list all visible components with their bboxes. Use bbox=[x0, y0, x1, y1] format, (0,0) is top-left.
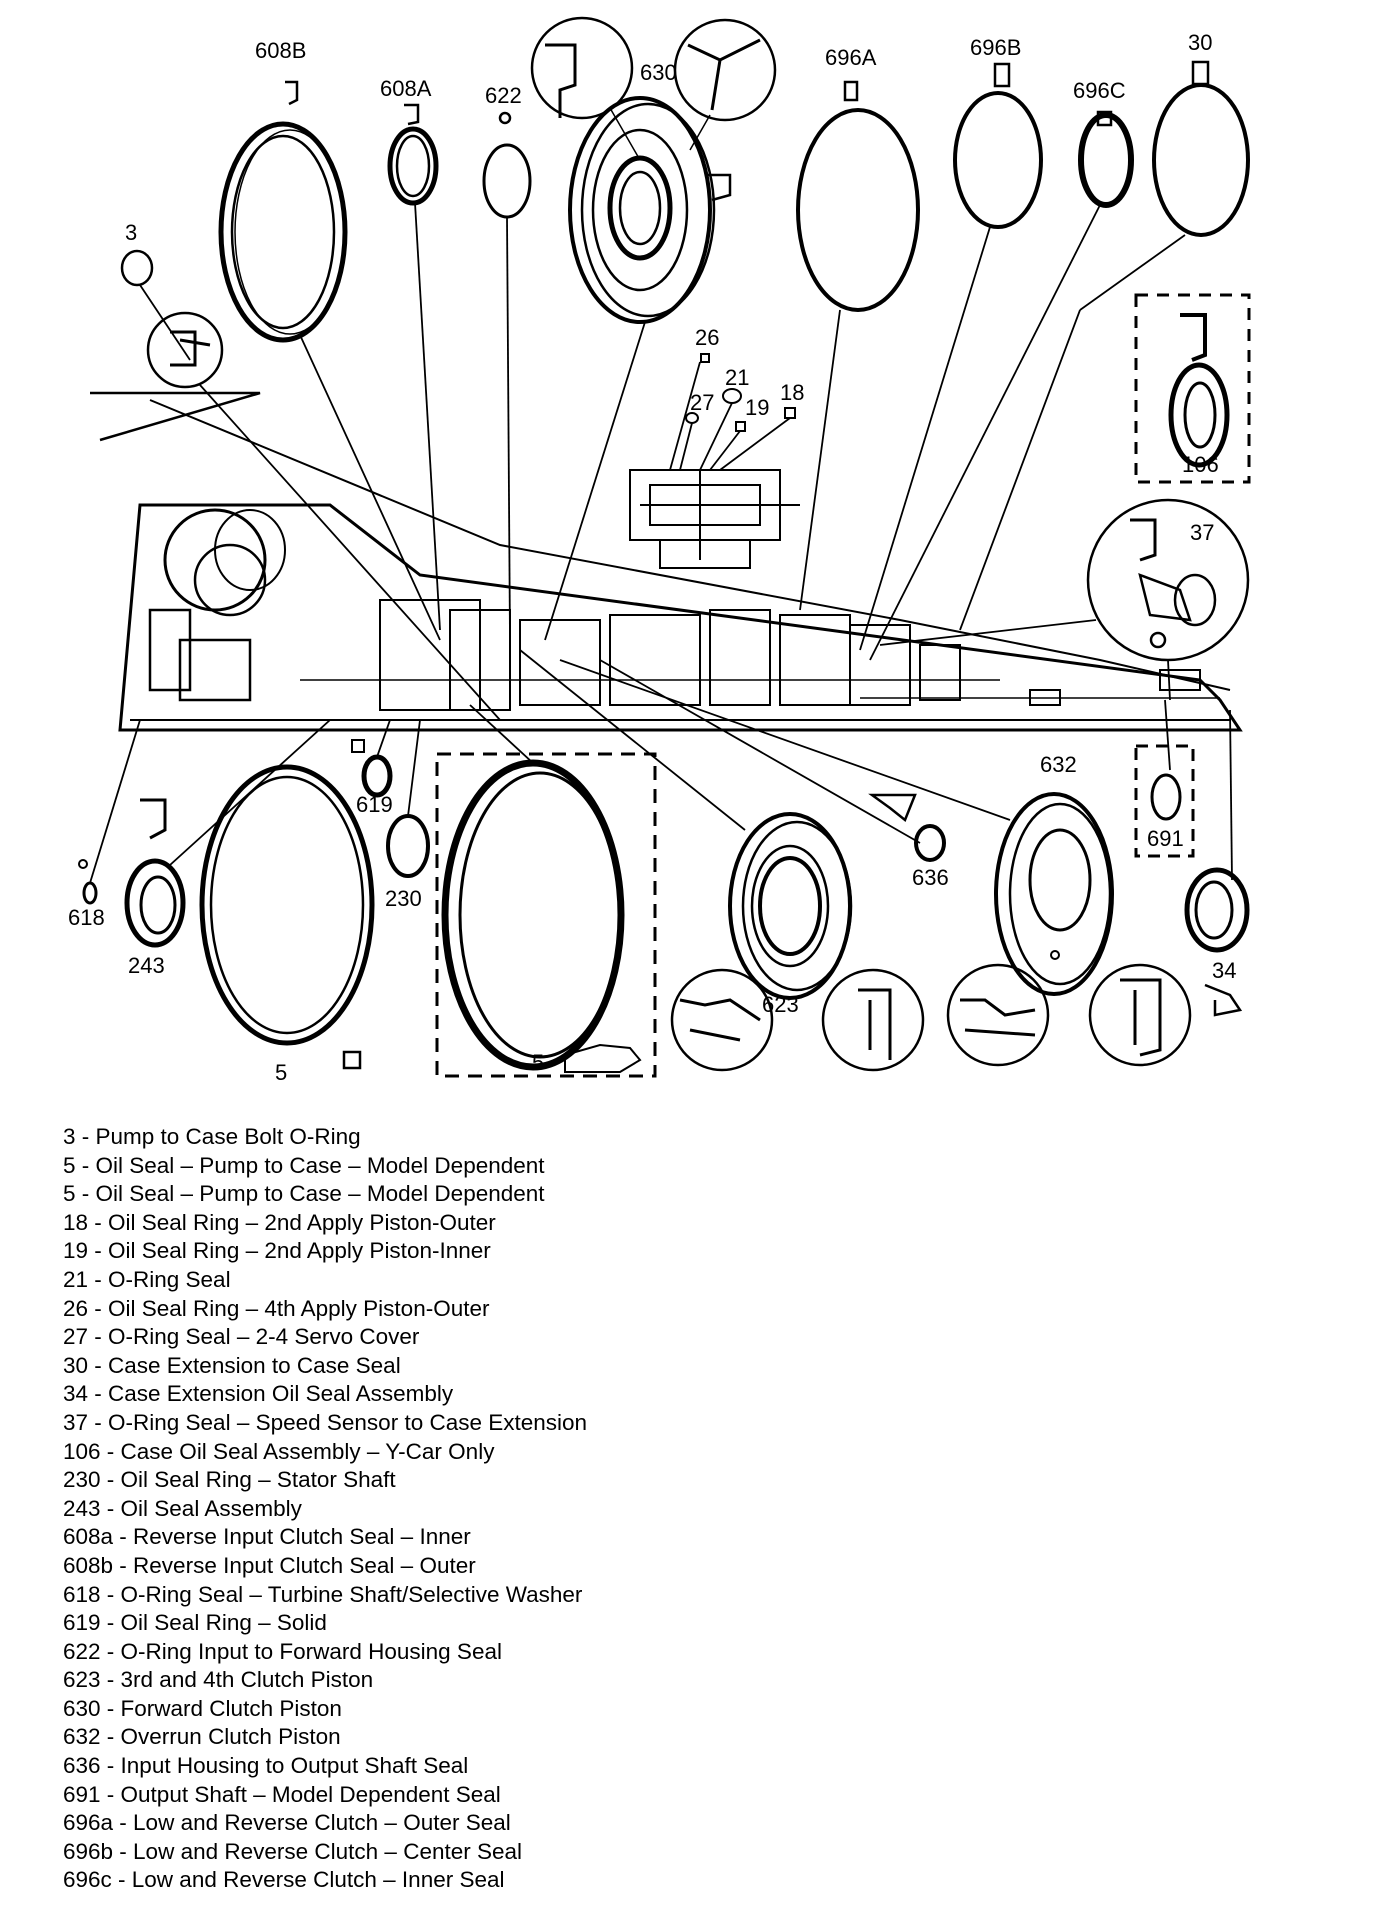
callout-230: 230 bbox=[385, 886, 422, 911]
seal-619 bbox=[361, 754, 393, 798]
seal-696b bbox=[953, 91, 1043, 229]
seal-230 bbox=[386, 814, 430, 878]
callout-696a: 696A bbox=[825, 45, 877, 70]
callout-5-right: 5 bbox=[532, 1050, 544, 1075]
legend-item: 3 - Pump to Case Bolt O-Ring bbox=[63, 1124, 361, 1149]
legend-item: 619 - Oil Seal Ring – Solid bbox=[63, 1610, 327, 1636]
callout-696b: 696B bbox=[970, 35, 1021, 60]
callout-37: 37 bbox=[1190, 520, 1214, 545]
legend-item: 30 - Case Extension to Case Seal bbox=[63, 1352, 401, 1378]
seal-symbol-608a bbox=[404, 103, 420, 126]
transmission-housing bbox=[90, 391, 1243, 732]
seal-symbol-696a bbox=[843, 80, 859, 102]
legend-item: 243 - Oil Seal Assembly bbox=[63, 1495, 302, 1521]
callout-18: 18 bbox=[780, 380, 804, 405]
o-ring-618 bbox=[78, 859, 98, 905]
seal-622 bbox=[482, 143, 532, 219]
callout-30: 30 bbox=[1188, 30, 1212, 55]
callout-3: 3 bbox=[125, 220, 137, 245]
seal-symbol-622 bbox=[498, 111, 512, 125]
callout-622: 622 bbox=[485, 83, 522, 108]
parts-legend: 3 - Pump to Case Bolt O-Ring 5 - Oil Sea… bbox=[63, 1123, 587, 1895]
legend-item: 19 - Oil Seal Ring – 2nd Apply Piston-In… bbox=[63, 1238, 491, 1264]
callout-608a: 608A bbox=[380, 76, 432, 101]
callout-632: 632 bbox=[1040, 752, 1077, 777]
leader-lines bbox=[139, 202, 1233, 881]
callout-618: 618 bbox=[68, 905, 105, 930]
callout-19: 19 bbox=[745, 395, 769, 420]
callout-619: 619 bbox=[356, 792, 393, 817]
seal-34 bbox=[1184, 867, 1250, 1017]
legend-item: 106 - Case Oil Seal Assembly – Y-Car Onl… bbox=[63, 1438, 495, 1464]
seal-106 bbox=[1168, 313, 1230, 468]
callout-27: 27 bbox=[690, 390, 714, 415]
legend-item: 27 - O-Ring Seal – 2-4 Servo Cover bbox=[63, 1324, 420, 1350]
seal-636 bbox=[868, 793, 946, 862]
legend-item: 5 - Oil Seal – Pump to Case – Model Depe… bbox=[63, 1181, 545, 1207]
legend-item: 230 - Oil Seal Ring – Stator Shaft bbox=[63, 1467, 396, 1493]
seal-30 bbox=[1152, 83, 1250, 237]
legend-item: 618 - O-Ring Seal – Turbine Shaft/Select… bbox=[63, 1581, 583, 1607]
legend-item: 34 - Case Extension Oil Seal Assembly bbox=[63, 1381, 454, 1407]
callout-608b: 608B bbox=[255, 38, 306, 63]
piston-630 bbox=[530, 16, 777, 324]
callout-26: 26 bbox=[695, 325, 719, 350]
legend-item: 26 - Oil Seal Ring – 4th Apply Piston-Ou… bbox=[63, 1295, 490, 1321]
callout-623: 623 bbox=[762, 992, 799, 1017]
legend-item: 608b - Reverse Input Clutch Seal – Outer bbox=[63, 1552, 476, 1578]
seal-symbol-696b bbox=[993, 62, 1011, 88]
o-ring-3 bbox=[120, 249, 154, 287]
seal-696a bbox=[796, 108, 920, 312]
legend-item: 623 - 3rd and 4th Clutch Piston bbox=[63, 1667, 374, 1693]
exploded-seal-diagram: 608B 608A 622 630 696A 696B 696C 30 3 26… bbox=[68, 16, 1251, 1085]
piston-632 bbox=[946, 792, 1192, 1067]
seal-symbol-696c bbox=[1096, 110, 1113, 127]
seal-5-left bbox=[199, 764, 375, 1046]
speed-sensor-detail-37 bbox=[1086, 498, 1250, 662]
seal-symbol-608b bbox=[285, 80, 299, 106]
seal-symbol-30 bbox=[1191, 60, 1210, 86]
seal-608b bbox=[218, 121, 348, 343]
seal-608a bbox=[387, 126, 439, 206]
legend-item: 691 - Output Shaft – Model Dependent Sea… bbox=[63, 1781, 501, 1807]
legend-item: 632 - Overrun Clutch Piston bbox=[63, 1724, 341, 1750]
legend-item: 18 - Oil Seal Ring – 2nd Apply Piston-Ou… bbox=[63, 1209, 496, 1235]
callout-630: 630 bbox=[640, 60, 677, 85]
callout-696c: 696C bbox=[1073, 78, 1126, 103]
callout-636: 636 bbox=[912, 865, 949, 890]
legend-item: 696a - Low and Reverse Clutch – Outer Se… bbox=[63, 1810, 511, 1836]
callout-34: 34 bbox=[1212, 958, 1236, 983]
seal-696c bbox=[1078, 112, 1134, 208]
seal-5-right bbox=[441, 759, 642, 1073]
callout-691: 691 bbox=[1147, 826, 1184, 851]
callout-21: 21 bbox=[725, 365, 749, 390]
seal-243 bbox=[124, 798, 186, 948]
legend-item: 37 - O-Ring Seal – Speed Sensor to Case … bbox=[63, 1409, 588, 1435]
legend-item: 696b - Low and Reverse Clutch – Center S… bbox=[63, 1838, 523, 1864]
callout-5-left: 5 bbox=[275, 1060, 287, 1085]
legend-item: 608a - Reverse Input Clutch Seal – Inner bbox=[63, 1524, 471, 1550]
legend-item: 21 - O-Ring Seal bbox=[63, 1266, 231, 1292]
legend-item: 636 - Input Housing to Output Shaft Seal bbox=[63, 1753, 469, 1779]
legend-item: 5 - Oil Seal – Pump to Case – Model Depe… bbox=[63, 1152, 545, 1178]
servo-assembly bbox=[629, 469, 800, 569]
callout-106: 106 bbox=[1182, 452, 1219, 477]
detail-circle-left bbox=[146, 311, 224, 389]
legend-item: 622 - O-Ring Input to Forward Housing Se… bbox=[63, 1638, 502, 1664]
seal-691 bbox=[1150, 773, 1182, 821]
piston-623 bbox=[670, 812, 925, 1072]
legend-item: 696c - Low and Reverse Clutch – Inner Se… bbox=[63, 1867, 505, 1893]
legend-item: 630 - Forward Clutch Piston bbox=[63, 1695, 342, 1721]
callout-243: 243 bbox=[128, 953, 165, 978]
callout-labels: 608B 608A 622 630 696A 696B 696C 30 3 26… bbox=[68, 30, 1236, 1085]
